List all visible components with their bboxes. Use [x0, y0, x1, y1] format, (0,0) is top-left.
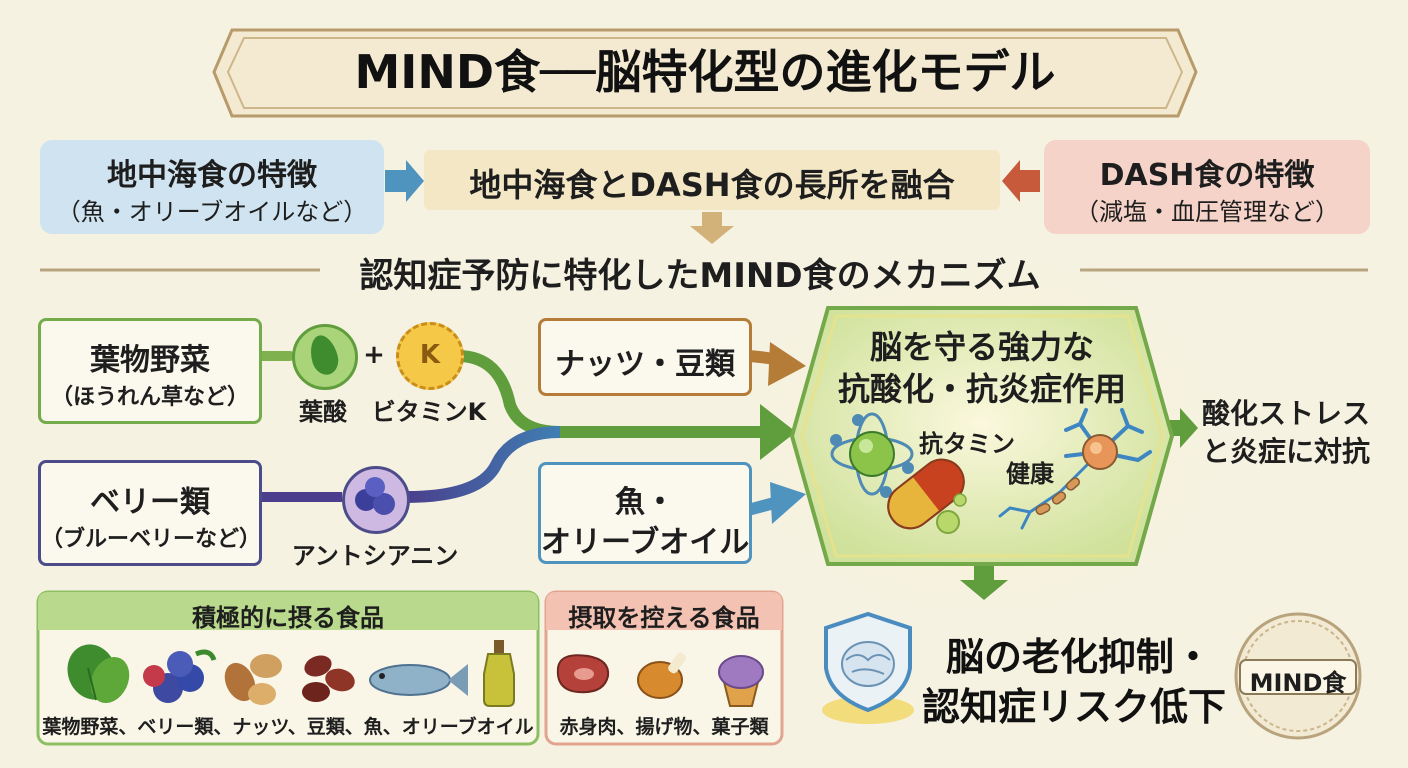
arrow-med-to-fusion [385, 160, 424, 202]
arrow-fish-to-center [770, 482, 806, 524]
steak-icon [556, 654, 610, 694]
vitamin-k-letter: K [419, 340, 441, 370]
recommended-header: 積極的に摂る食品 [192, 604, 384, 632]
section-heading: 認知症予防に特化したMIND食のメカニズム [359, 256, 1041, 296]
antioxidant-label: 抗タミン [919, 430, 1015, 458]
fish-icon [369, 664, 468, 696]
limited-header: 摂取を控える食品 [568, 604, 760, 632]
berry-title: ベリー類 [90, 485, 210, 520]
fish-oil-subtitle: オリーブオイル [541, 525, 750, 560]
nutrient-folate: 葉酸 [299, 398, 347, 426]
fusion-text: 地中海食とDASH食の長所を融合 [469, 166, 955, 204]
nuts-icon [224, 654, 282, 705]
page-title: MIND食──脳特化型の進化モデル [354, 45, 1056, 99]
molecule-icon [830, 412, 914, 498]
fried-chicken-icon [637, 652, 686, 699]
nuts-label: ナッツ・豆類 [555, 347, 735, 382]
axon-segments [1035, 477, 1081, 516]
blueberry-icon [342, 466, 410, 534]
nutrient-anthocyanin: アントシアニン [291, 542, 459, 570]
arrow-nuts-to-center [768, 342, 806, 386]
recommended-caption: 葉物野菜、ベリー類、ナッツ、豆類、魚、オリーブオイル [42, 716, 534, 738]
capsule-icon [887, 458, 965, 530]
mediterranean-title: 地中海食の特徴 [107, 158, 317, 193]
leafy-subtitle: （ほうれん草など） [50, 385, 249, 410]
dash-box: DASH食の特徴 （減塩・血圧管理など） [1044, 140, 1370, 234]
berry-subtitle: （ブルーベリーなど） [41, 527, 262, 552]
neuron-icon [998, 408, 1152, 530]
center-title-line2: 抗酸化・抗炎症作用 [837, 370, 1126, 408]
mind-badge-text: MIND食 [1249, 669, 1347, 697]
spinach-leaf-icon [292, 324, 358, 390]
dash-subtitle: （減塩・血圧管理など） [1075, 198, 1339, 226]
plus-sign: + [363, 340, 385, 370]
mediterranean-subtitle: （魚・オリーブオイルなど） [56, 198, 368, 226]
arrow-dash-to-fusion [1002, 160, 1040, 202]
fish-oil-box: 魚・ オリーブオイル [538, 462, 752, 564]
arrow-to-side-effect [1160, 408, 1198, 448]
brain-shield-icon [822, 611, 914, 724]
title-banner [212, 28, 1198, 118]
vitamin-k-icon: K [396, 322, 464, 390]
arrow-fusion-down [690, 212, 734, 244]
dash-title: DASH食の特徴 [1099, 158, 1315, 193]
spinach-icon [67, 644, 130, 704]
arrow-leafy-to-center [760, 404, 796, 460]
fusion-banner: 地中海食とDASH食の長所を融合 [424, 150, 1000, 210]
side-effect-line1: 酸化ストレス [1201, 397, 1370, 430]
arrow-center-to-result [960, 560, 1008, 600]
result-line1: 脳の老化抑制・ [945, 635, 1212, 679]
nuts-box: ナッツ・豆類 [538, 318, 752, 396]
beans-icon [302, 655, 355, 702]
leafy-box: 葉物野菜 （ほうれん草など） [38, 318, 262, 424]
mediterranean-box: 地中海食の特徴 （魚・オリーブオイルなど） [40, 140, 384, 234]
berry-box: ベリー類 （ブルーベリーなど） [38, 460, 262, 566]
berries-icon [143, 649, 217, 703]
olive-oil-bottle-icon [483, 640, 515, 707]
center-title-line1: 脳を守る強力な [869, 328, 1094, 366]
center-hexagon [789, 306, 1175, 566]
fish-oil-title: 魚・ [615, 485, 675, 520]
cupcake-icon [718, 655, 764, 707]
side-effect-line2: と炎症に対抗 [1201, 435, 1370, 468]
result-line2: 認知症リスク低下 [921, 685, 1226, 729]
health-label: 健康 [1006, 460, 1054, 488]
limited-caption: 赤身肉、揚げ物、菓子類 [559, 716, 769, 738]
nutrient-vitamin-k: ビタミンK [371, 398, 487, 426]
seal-badge-icon [1234, 612, 1362, 740]
leafy-title: 葉物野菜 [90, 343, 210, 378]
